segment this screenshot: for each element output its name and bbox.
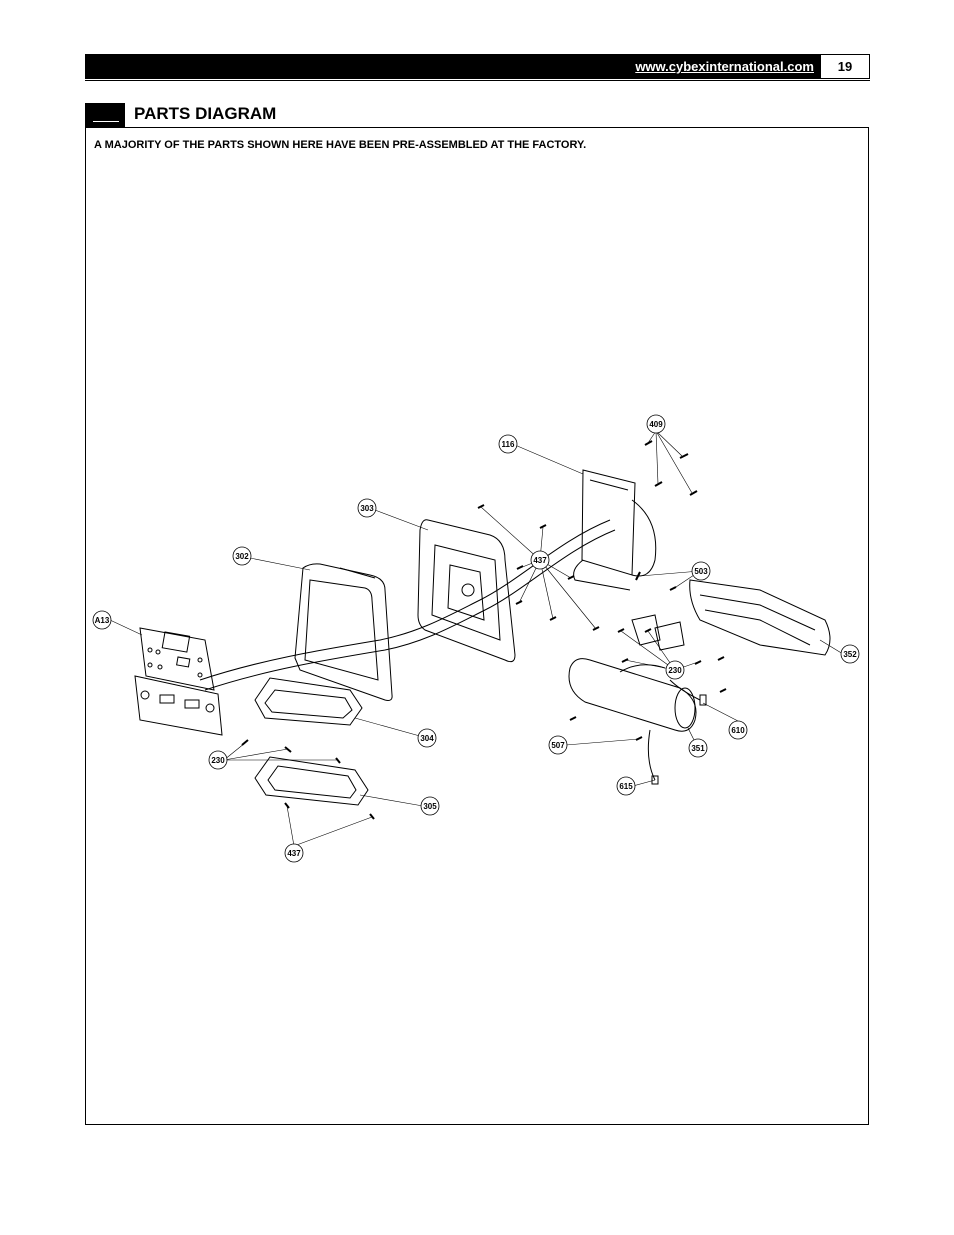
shroud-part-302	[294, 563, 393, 701]
callout-label: 409	[649, 420, 663, 429]
callout-230-left: 230	[208, 750, 228, 770]
callout-label: 615	[619, 782, 633, 791]
callout-437-upper: 437	[530, 550, 550, 570]
tray-part-304	[254, 677, 363, 726]
header-rule	[85, 80, 870, 81]
callout-304: 304	[417, 728, 437, 748]
callout-label: 610	[731, 726, 745, 735]
callout-label: 507	[551, 741, 565, 750]
website-link[interactable]: www.cybexinternational.com	[635, 59, 814, 74]
callout-a13: A13	[92, 610, 112, 630]
callout-label: 352	[843, 650, 857, 659]
callout-label: 437	[287, 849, 301, 858]
callout-label: 304	[420, 734, 434, 743]
callout-352: 352	[840, 644, 860, 664]
callout-302: 302	[232, 546, 252, 566]
callout-116: 116	[498, 434, 518, 454]
diagram-frame	[85, 127, 869, 1125]
frame-part-303	[417, 519, 516, 663]
callout-303: 303	[357, 498, 377, 518]
section-tab-line	[93, 121, 119, 122]
console-part-a13	[134, 627, 223, 736]
shroud-part-352	[689, 579, 831, 656]
callout-507: 507	[548, 735, 568, 755]
callout-615: 615	[616, 776, 636, 796]
assembly-note: A MAJORITY OF THE PARTS SHOWN HERE HAVE …	[94, 139, 587, 151]
page-number: 19	[820, 54, 870, 79]
callout-label: 230	[211, 756, 225, 765]
header-bar	[85, 54, 820, 79]
callout-label: 351	[691, 744, 705, 753]
callout-label: 230	[668, 666, 682, 675]
callout-label: 437	[533, 556, 547, 565]
callout-label: A13	[95, 616, 110, 625]
callout-305: 305	[420, 796, 440, 816]
cover-part-305	[254, 756, 369, 806]
callout-label: 302	[235, 552, 249, 561]
callout-409: 409	[646, 414, 666, 434]
callout-503: 503	[691, 561, 711, 581]
section-title: PARTS DIAGRAM	[134, 104, 277, 123]
callout-label: 305	[423, 802, 437, 811]
callout-label: 503	[694, 567, 708, 576]
callout-351: 351	[688, 738, 708, 758]
section-tab	[85, 103, 125, 127]
callout-230-right: 230	[665, 660, 685, 680]
callout-437-lower: 437	[284, 843, 304, 863]
callout-label: 303	[360, 504, 374, 513]
callout-label: 116	[502, 440, 515, 449]
callout-610: 610	[728, 720, 748, 740]
